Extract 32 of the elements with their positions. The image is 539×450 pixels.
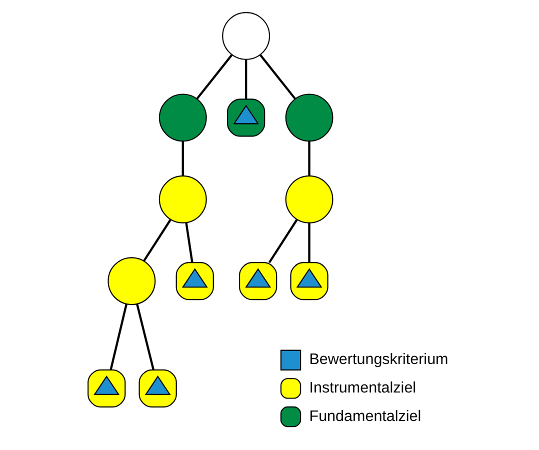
node-triangle: [233, 104, 260, 124]
node-circle: [158, 94, 207, 142]
cluster: [227, 98, 266, 137]
cluster: [176, 262, 214, 300]
cluster: [290, 262, 328, 300]
node-triangle: [94, 375, 120, 395]
node-circle: [158, 175, 207, 224]
node-triangle: [144, 375, 171, 395]
cluster: [88, 369, 126, 408]
connector: [308, 223, 310, 263]
connector: [185, 222, 194, 263]
connector: [182, 141, 184, 176]
connector: [260, 54, 296, 100]
node-circle: [285, 94, 334, 142]
connector: [143, 219, 172, 262]
node-circle: [222, 12, 270, 60]
connector: [268, 219, 298, 264]
legend-label: Bewertungskriterium: [309, 351, 448, 368]
node-circle: [108, 257, 156, 306]
connector: [110, 304, 128, 370]
node-triangle: [245, 268, 272, 288]
node-triangle: [182, 268, 208, 288]
node-circle: [285, 175, 334, 224]
legend-label: Fundamentalziel: [309, 408, 422, 425]
cluster: [239, 262, 278, 300]
cluster: [138, 369, 177, 408]
legend-label: Instrumentalziel: [309, 379, 416, 396]
connector: [308, 141, 310, 176]
connector: [244, 60, 248, 100]
connector: [196, 54, 233, 100]
node-triangle: [296, 268, 322, 288]
connector: [136, 304, 155, 370]
